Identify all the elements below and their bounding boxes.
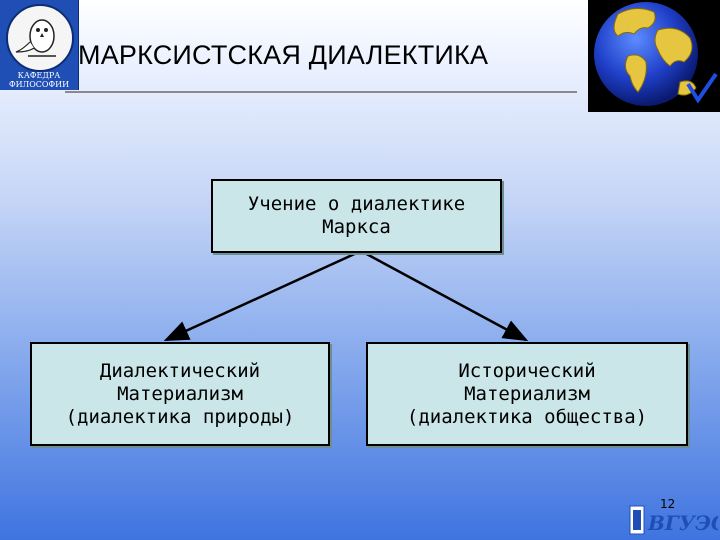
root-concept-box: Учение о диалектике Маркса bbox=[211, 179, 502, 253]
logo-text-line2: ФИЛОСОФИИ bbox=[8, 80, 70, 89]
globe-icon bbox=[594, 2, 718, 106]
historical-materialism-box: Исторический Материализм (диалектика общ… bbox=[366, 342, 688, 446]
checkmark-icon bbox=[686, 72, 718, 104]
title-underline bbox=[65, 91, 577, 93]
arrow-to-left bbox=[163, 249, 362, 342]
owl-emblem bbox=[6, 4, 74, 72]
logo-text-line1: КАФЕДРА bbox=[17, 71, 61, 80]
department-logo: КАФЕДРА ФИЛОСОФИИ bbox=[0, 0, 79, 90]
dialectical-materialism-box: Диалектический Материализм (диалектика п… bbox=[30, 342, 330, 446]
page-title: МАРКСИСТСКАЯ ДИАЛЕКТИКА bbox=[78, 40, 489, 70]
arrow-to-right bbox=[360, 249, 529, 342]
university-logo-text: ВГУЭС bbox=[647, 511, 718, 535]
page-number: 12 bbox=[660, 497, 676, 511]
globe-image bbox=[588, 0, 720, 112]
university-logo: ВГУЭС bbox=[629, 505, 718, 535]
owl-icon bbox=[15, 19, 56, 57]
